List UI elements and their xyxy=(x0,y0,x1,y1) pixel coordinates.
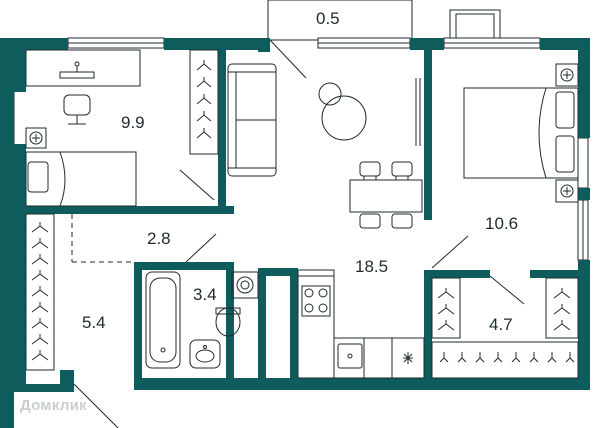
living-kitchen-area-label: 18.5 xyxy=(355,257,389,276)
walls xyxy=(0,38,590,428)
bed-small xyxy=(25,127,137,207)
corridor-area-label: 2.8 xyxy=(147,229,171,248)
balcony xyxy=(267,0,501,43)
sofa xyxy=(227,63,277,177)
bathroom-area-label: 3.4 xyxy=(193,285,217,304)
wardrobe-area-label: 4.7 xyxy=(489,315,513,334)
kitchen-counter xyxy=(297,269,425,379)
hallway-wardrobe xyxy=(25,213,55,371)
desk xyxy=(25,49,141,125)
large-bedroom-area-label: 10.6 xyxy=(485,214,519,233)
hallway-area-label: 5.4 xyxy=(82,313,106,332)
watermark: Домклик xyxy=(20,397,87,414)
doors xyxy=(73,39,525,428)
small-bedroom-area-label: 9.9 xyxy=(121,113,145,132)
wardrobe-room-shelves xyxy=(431,277,579,379)
dining-set xyxy=(349,161,423,229)
zone-boundary xyxy=(71,214,134,263)
closet-bedroom xyxy=(189,49,219,155)
balcony-area-label: 0.5 xyxy=(316,9,340,28)
bathroom-fixtures xyxy=(145,271,259,369)
round-table xyxy=(318,82,367,141)
bed-large xyxy=(463,63,579,203)
